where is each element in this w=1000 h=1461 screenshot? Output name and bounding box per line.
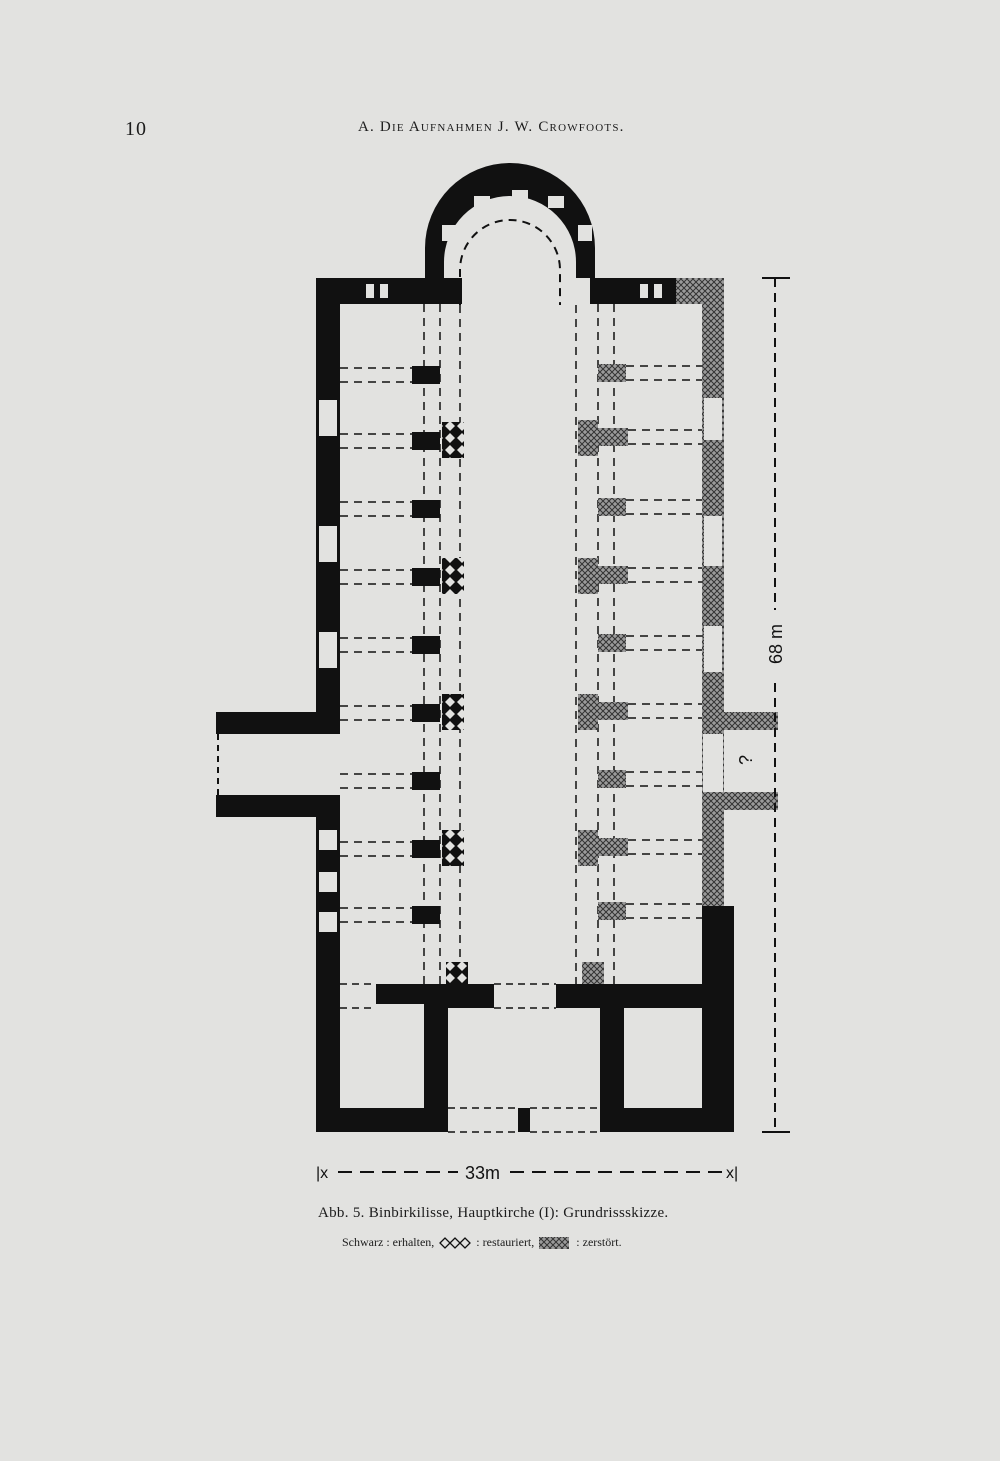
scale-right-mark: x| xyxy=(726,1165,738,1182)
vertical-scale-label: 68 m xyxy=(766,624,786,664)
west-wall-and-narthex xyxy=(316,976,734,1133)
restored-swatch-icon xyxy=(439,1236,472,1249)
page-number: 10 xyxy=(125,118,147,140)
apse xyxy=(425,163,595,305)
aisle-vault-lines xyxy=(340,365,702,923)
south-wall xyxy=(702,278,778,1132)
north-arcade-piers xyxy=(412,366,468,984)
running-title: A. Die Aufnahmen J. W. Crowfoots. xyxy=(358,119,625,135)
scale-left-mark: |x xyxy=(316,1165,328,1182)
legend-restored-label: : restauriert, xyxy=(476,1235,535,1249)
south-arcade-piers xyxy=(578,364,628,984)
colonnade-guidelines xyxy=(423,304,615,984)
legend-destroyed-label: : zerstört. xyxy=(576,1235,622,1249)
horizontal-scale-label: 33m xyxy=(465,1163,500,1183)
east-wall xyxy=(316,278,724,304)
figure-caption: Abb. 5. Binbirkilisse, Hauptkirche (I): … xyxy=(318,1205,669,1221)
destroyed-swatch-icon xyxy=(539,1236,570,1249)
vertical-scale-bar xyxy=(762,277,790,1133)
legend-black-label: Schwarz : erhalten, xyxy=(342,1235,435,1249)
unknown-extent-marker: ? xyxy=(736,755,756,765)
figure-legend: Schwarz : erhalten, : restauriert, : zer… xyxy=(342,1235,622,1250)
